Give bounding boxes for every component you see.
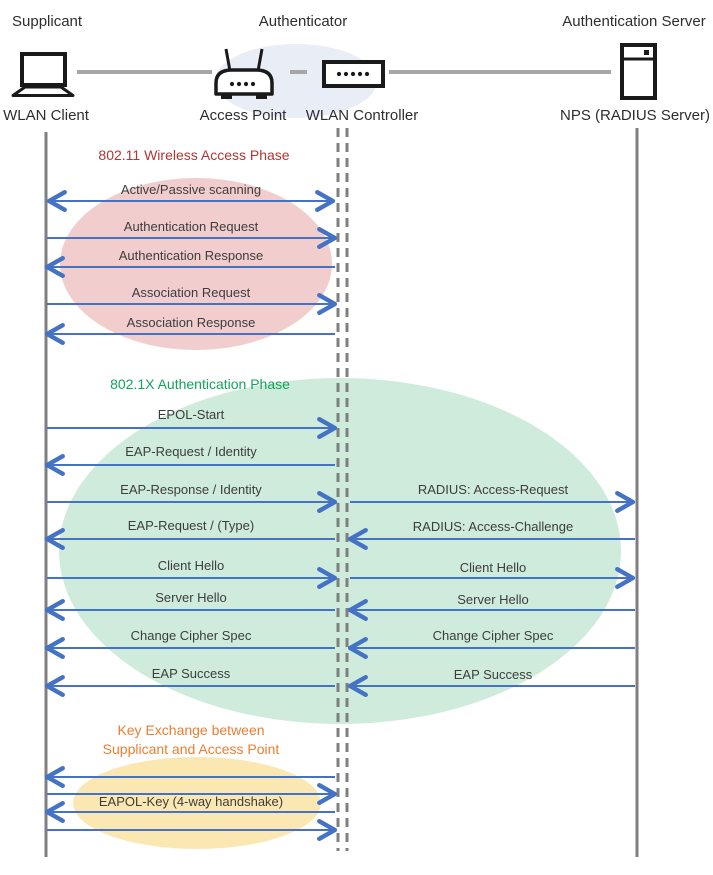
message-label: EAP Success [151,666,231,681]
radius-server-label: NPS (RADIUS Server) [559,107,711,124]
message-label: EPOL-Start [157,407,225,422]
key-exchange-title-line2: Supplicant and Access Point [102,741,280,757]
message-label: EAP Success [453,667,533,682]
message-label: Association Response [126,315,256,330]
phase-8021x-title: 802.1X Authentication Phase [110,376,290,392]
wlan-controller-icon [322,60,385,88]
key-exchange-title-line1: Key Exchange between [117,722,265,738]
right-arrows [347,491,636,697]
phase-80211-ellipse [60,178,332,350]
access-point-label: Access Point [199,107,287,124]
eapol-key-label: EAPOL-Key (4-way handshake) [98,794,284,809]
laptop-icon [11,52,75,97]
message-label: EAP-Request / Identity [125,444,257,459]
wlan-client-label: WLAN Client [3,107,89,124]
message-label: Server Hello [155,590,227,605]
message-label: Change Cipher Spec [432,628,554,643]
message-label: EAP-Request / (Type) [127,518,255,533]
message-label: Active/Passive scanning [120,182,262,197]
phase-80211-title: 802.11 Wireless Access Phase [98,147,290,163]
message-label: Authentication Request [123,219,259,234]
supplicant-role-label: Supplicant [12,13,83,30]
message-label: Authentication Response [118,248,264,263]
left-arrows [44,190,338,841]
key-exchange-ellipse [73,757,321,849]
message-label: Client Hello [157,558,225,573]
wlan-controller-label: WLAN Controller [305,107,419,124]
server-role-label: Authentication Server [562,13,706,30]
message-label: Association Request [131,285,251,300]
message-label: Change Cipher Spec [130,628,252,643]
message-label: Client Hello [459,560,527,575]
access-point-icon [214,48,274,99]
message-label: RADIUS: Access-Request [417,482,569,497]
server-icon [620,43,657,100]
key-exchange-title: Key Exchange between Supplicant and Acce… [46,721,336,759]
message-label: EAP-Response / Identity [120,482,262,497]
message-label: Server Hello [457,592,529,607]
authenticator-role-label: Authenticator [258,13,348,30]
message-label: RADIUS: Access-Challenge [412,519,574,534]
